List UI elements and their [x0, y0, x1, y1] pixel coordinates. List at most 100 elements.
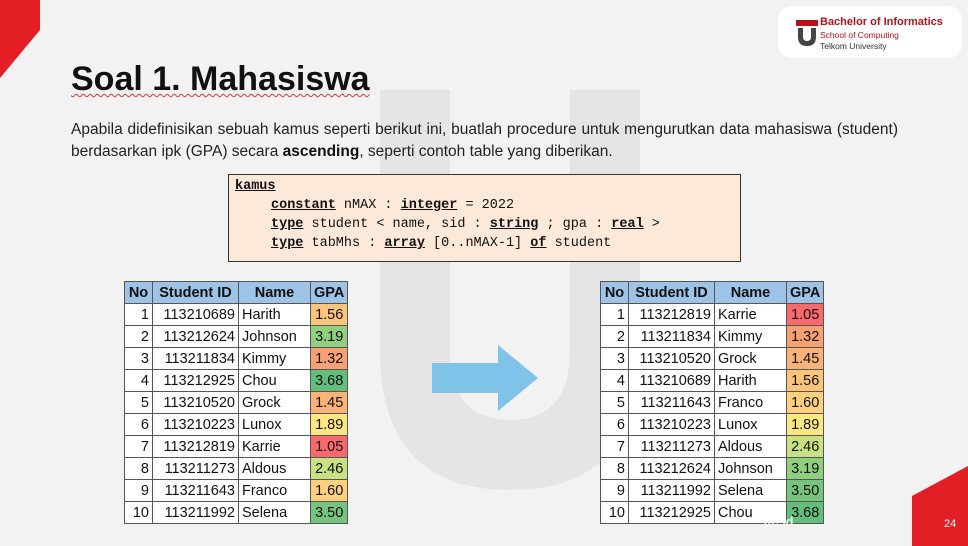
header-student-id: Student ID	[628, 281, 715, 304]
logo-line-1: Bachelor of Informatics	[820, 16, 943, 28]
code-text: = 2022	[457, 198, 515, 213]
cell-name: Chou	[238, 369, 311, 392]
cell-gpa: 3.50	[309, 501, 349, 524]
cell-name: Kimmy	[238, 347, 311, 370]
kamus-line-type-tabmhs: type tabMhs : array [0..nMAX-1] of stude…	[271, 236, 611, 251]
code-text: tabMhs :	[303, 236, 385, 251]
cell-name: Lunox	[238, 413, 311, 436]
university-logo: Bachelor of Informatics School of Comput…	[778, 6, 962, 58]
keyword-real: real	[611, 217, 644, 232]
code-text: student	[546, 236, 612, 251]
cell-student-id: 113210223	[628, 413, 715, 436]
cell-student-id: 113210689	[152, 303, 239, 326]
cell-name: Aldous	[714, 435, 787, 458]
cell-no: 10	[600, 501, 629, 524]
cell-name: Karrie	[238, 435, 311, 458]
cell-name: Selena	[714, 479, 787, 502]
cell-gpa: 3.19	[309, 325, 349, 348]
cell-no: 3	[124, 347, 153, 370]
logo-line-2: School of Computing	[820, 30, 899, 40]
cell-gpa: 1.32	[785, 325, 825, 348]
cell-no: 9	[600, 479, 629, 502]
cell-gpa: 3.68	[785, 501, 825, 524]
cell-no: 4	[124, 369, 153, 392]
kamus-keyword: kamus	[235, 179, 276, 194]
table-header-row: No Student ID Name GPA	[124, 281, 349, 304]
page-number: 24	[944, 518, 957, 530]
cell-gpa: 1.89	[785, 413, 825, 436]
cell-no: 3	[600, 347, 629, 370]
code-text: nMAX :	[335, 198, 401, 213]
cell-name: Lunox	[714, 413, 787, 436]
cell-gpa: 1.89	[309, 413, 349, 436]
cell-gpa: 3.50	[785, 479, 825, 502]
cell-student-id: 113210689	[628, 369, 715, 392]
paragraph-bold: ascending	[282, 143, 360, 160]
telkom-logo-icon	[796, 20, 818, 46]
keyword-type: type	[271, 236, 304, 251]
cell-student-id: 113210520	[152, 391, 239, 414]
cell-no: 2	[124, 325, 153, 348]
code-text: ; gpa :	[538, 217, 612, 232]
keyword-constant: constant	[271, 198, 336, 213]
red-corner-bottom-right	[912, 466, 968, 546]
cell-name: Chou	[714, 501, 787, 524]
cell-student-id: 113212624	[628, 457, 715, 480]
cell-no: 5	[124, 391, 153, 414]
cell-gpa: 3.19	[785, 457, 825, 480]
cell-student-id: 113211643	[152, 479, 239, 502]
cell-name: Karrie	[714, 303, 787, 326]
cell-gpa: 1.56	[785, 369, 825, 392]
slide-title-text: Soal 1. Mahasiswa	[71, 60, 370, 98]
cell-gpa: 1.32	[309, 347, 349, 370]
cell-name: Harith	[238, 303, 311, 326]
cell-no: 10	[124, 501, 153, 524]
cell-no: 7	[124, 435, 153, 458]
cell-student-id: 113212624	[152, 325, 239, 348]
cell-gpa: 1.56	[309, 303, 349, 326]
kamus-header-line: kamus	[235, 179, 276, 194]
kamus-line-constant: constant nMAX : integer = 2022	[271, 198, 514, 213]
paragraph-part-2: , seperti contoh table yang diberikan.	[359, 143, 613, 160]
keyword-integer: integer	[400, 198, 458, 213]
code-text: [0..nMAX-1]	[424, 236, 531, 251]
cell-name: Grock	[238, 391, 311, 414]
cell-no: 1	[124, 303, 153, 326]
keyword-of: of	[530, 236, 547, 251]
cell-name: Grock	[714, 347, 787, 370]
cell-no: 6	[124, 413, 153, 436]
cell-no: 7	[600, 435, 629, 458]
cell-name: Harith	[714, 369, 787, 392]
keyword-array: array	[384, 236, 425, 251]
cell-gpa: 1.60	[309, 479, 349, 502]
cell-student-id: 113211992	[628, 479, 715, 502]
red-corner-top-left	[0, 0, 40, 78]
cell-student-id: 113212925	[628, 501, 715, 524]
cell-no: 6	[600, 413, 629, 436]
cell-gpa: 3.68	[309, 369, 349, 392]
cell-gpa: 1.60	[785, 391, 825, 414]
cell-name: Franco	[238, 479, 311, 502]
cell-name: Kimmy	[714, 325, 787, 348]
logo-line-3: Telkom University	[820, 41, 887, 51]
slide-title: Soal 1. Mahasiswa	[71, 60, 370, 99]
cell-name: Johnson	[714, 457, 787, 480]
cell-no: 2	[600, 325, 629, 348]
cell-name: Johnson	[238, 325, 311, 348]
